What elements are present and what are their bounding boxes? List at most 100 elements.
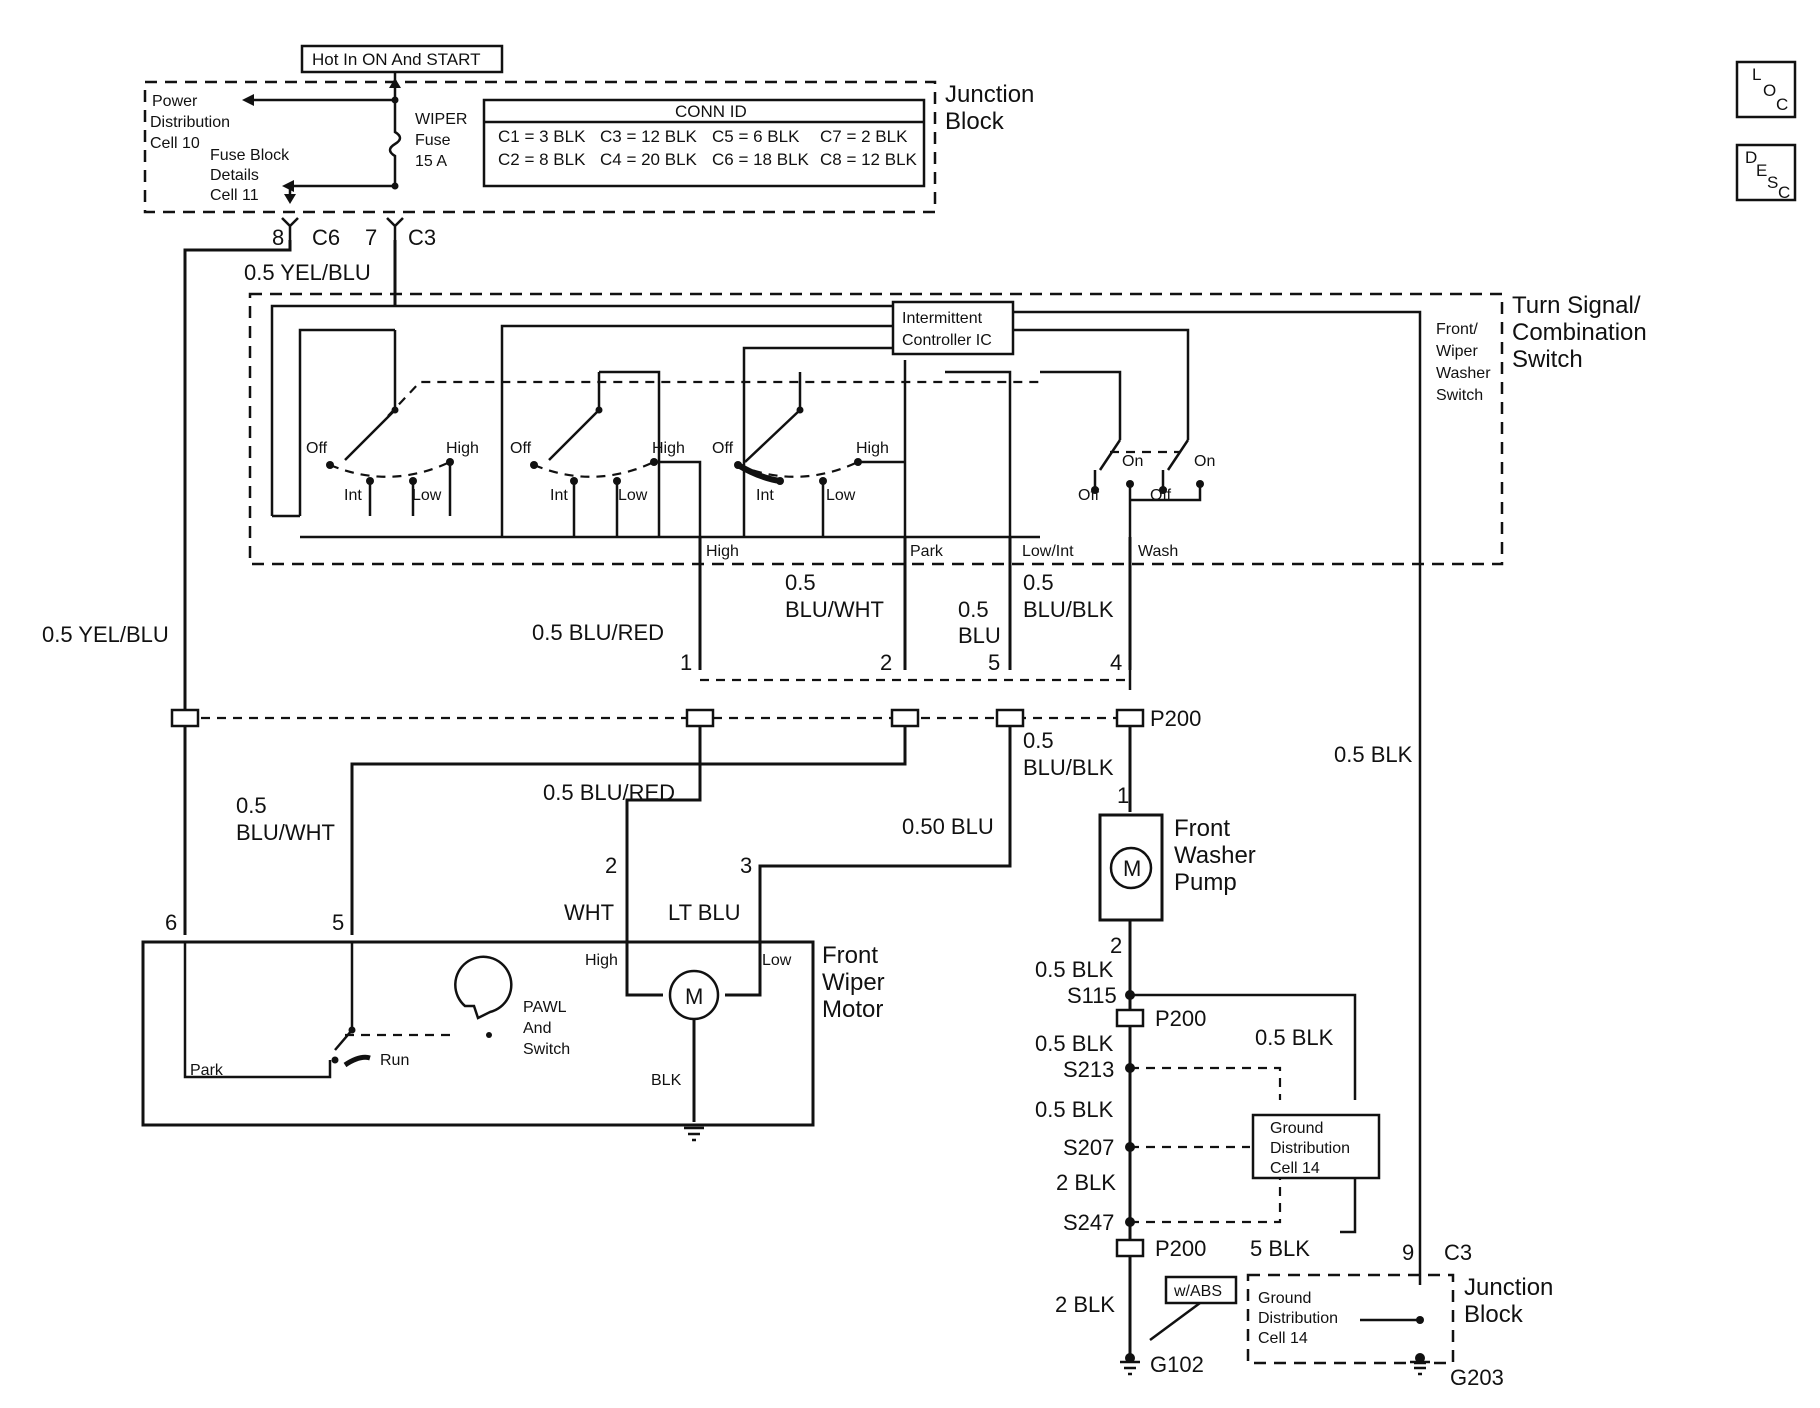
switch-3-high-label: High [856,440,889,457]
s247-label: S247 [1063,1210,1114,1235]
ground-path: 0.5 BLK S115 P200 0.5 BLK 0.5 BLK S213 0… [1035,920,1553,1390]
wiper-motor-label-3: Motor [822,996,883,1023]
w-abs-wire [1149,1301,1201,1342]
blu-050-label: 0.50 BLU [902,814,994,839]
conn-c7: C7 = 2 BLK [820,127,908,146]
svg-text:C: C [1776,95,1788,114]
turn-signal-label: Turn Signal/ [1512,292,1641,319]
washer-off-b [1159,486,1167,494]
pump-pin-2: 2 [1110,933,1122,958]
power-arrow-wire [245,72,397,102]
intermittent-label-2: Controller IC [902,332,992,349]
conn-c6: C6 = 18 BLK [712,150,810,169]
conn-pin-8: 8 [272,225,284,250]
switch-1-low-label: Low [412,487,442,504]
switch-1-off [326,461,334,469]
desc-icon[interactable]: D E S C [1735,143,1797,202]
svg-text:O: O [1763,81,1776,100]
hot-label-box [300,44,504,74]
intermittent-ic [891,300,1015,356]
junction-block-2-label-2: Block [1464,1301,1524,1328]
s115-branch [1130,993,1357,1100]
washer-switch-label-3: Washer [1436,365,1491,382]
blu-mid-label: 0.5 [958,597,989,622]
loc-icon[interactable]: L O C [1735,60,1797,119]
jb2-node [1416,1316,1424,1324]
washer-on-a-label: On [1122,453,1143,470]
wire-blu-red-to-motor [625,764,702,873]
p200-label: P200 [1150,706,1201,731]
power-dist-label-2: Distribution [150,114,230,131]
pawl-label: PAWL [523,999,567,1016]
jb-pin-9: 9 [1402,1240,1414,1265]
conn-c1: C1 = 3 BLK [498,127,586,146]
switch-2-off-label: Off [510,440,532,457]
pump-label: Front [1174,815,1230,842]
pump-m-body [1109,846,1153,890]
fuse-symbol [388,100,402,186]
blk-s207-label: 0.5 BLK [1035,1097,1114,1122]
internal-wire-b [500,324,893,537]
out-wash-label: Wash [1138,543,1178,560]
switch-2-arc [533,461,655,478]
switch-3-int-label: Int [756,487,774,504]
intermittent-label: Intermittent [902,310,983,327]
switch-1-drops [368,462,452,516]
fuse-label-3: 15 A [415,153,447,170]
turn-signal-label-2: Combination [1512,319,1647,346]
conn-pin-7: 7 [365,225,377,250]
power-dist-label-3: Cell 10 [150,135,200,152]
conn-c8: C8 = 12 BLK [820,150,918,169]
svg-text:S: S [1767,173,1778,192]
g102-label: G102 [1150,1352,1204,1377]
s247-branch [1130,1170,1282,1224]
hot-label: Hot In ON And START [312,50,481,69]
blu-red-top-label: 0.5 BLU/RED [532,620,664,645]
washer-off-b-label: Off [1150,487,1172,504]
p200-lower [1115,1008,1145,1028]
junction-block-2-label: Junction [1464,1274,1553,1301]
g203-node [1415,1353,1425,1363]
washer-on-b-label: On [1194,453,1215,470]
internal-wire-g [945,370,1012,537]
pump-label-3: Pump [1174,869,1237,896]
fuse-block-left-arrow [282,180,294,192]
blu-wht-top-label-2: BLU/WHT [785,597,884,622]
power-arrow-head [242,94,254,106]
switch-1-link [387,380,1040,417]
blk-5-wire [1340,1170,1357,1234]
conn-c5: C5 = 6 BLK [712,127,800,146]
run-wire [334,942,354,1051]
internal-wire-outer [270,304,893,516]
motor-m: M [685,984,703,1009]
wire-lt-blu [725,885,762,997]
washer-pump: 1 M Front Washer Pump 2 [1098,783,1256,958]
s207-label: S207 [1063,1135,1114,1160]
p200-bottom-label: P200 [1155,1236,1206,1261]
g203-label: G203 [1450,1365,1504,1390]
s213-label: S213 [1063,1057,1114,1082]
blk-s115-label: 0.5 BLK [1035,957,1114,982]
p200-lower-label: P200 [1155,1006,1206,1031]
s213-branch [1130,1066,1282,1100]
internal-wire-a [298,328,395,516]
w-abs-label: w/ABS [1173,1283,1222,1300]
out-park-label: Park [910,543,944,560]
g102-node [1125,1353,1135,1363]
jb-c3-label: C3 [1444,1240,1472,1265]
c3-connector [386,217,404,240]
wire-wht [625,873,663,997]
svg-text:D: D [1745,148,1757,167]
pump-pin-1: 1 [1117,783,1129,808]
switch-2-low-label: Low [618,487,648,504]
wire-yel-blu-left [183,240,292,935]
wiper-motor-label-2: Wiper [822,969,885,996]
ground-dist2-label: Ground [1258,1290,1311,1307]
switch-2-high-label: High [652,440,685,457]
switch-3-int [776,477,784,485]
switch-1-arc [329,461,451,478]
switch-3-drops [821,460,905,537]
washer-wires [1128,484,1202,690]
internal-wire-d [1013,328,1190,440]
fuse-block-label: Fuse Block [210,147,290,164]
